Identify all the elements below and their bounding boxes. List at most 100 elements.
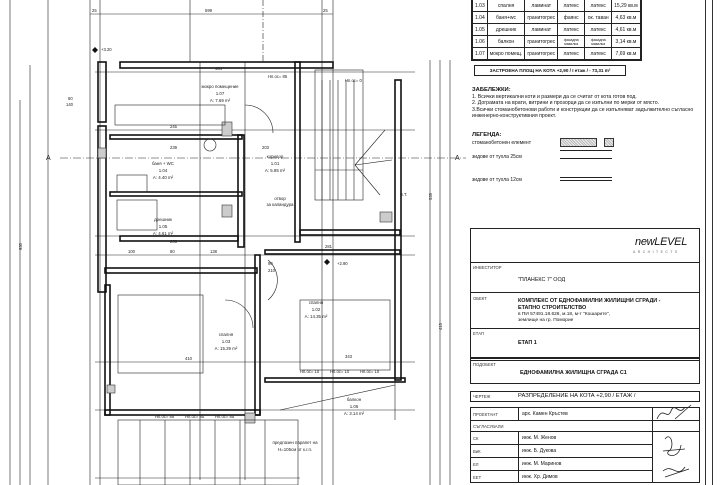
cell: 4,63 кв.м: [611, 11, 642, 24]
cell: 3,14 кв.м: [611, 35, 642, 48]
room-number: 1.07: [216, 91, 225, 96]
dim: 138: [210, 249, 218, 254]
divider: [518, 407, 519, 420]
legend-title: ЛЕГЕНДА:: [472, 132, 502, 138]
walls: [97, 61, 406, 416]
cell: фасадна мазилка: [557, 35, 586, 48]
subobject-label: ПОДОБЕКТ: [473, 362, 496, 367]
note-item: 3.Всички стоманобетонови работи и констр…: [472, 106, 694, 120]
signatures-icon: [656, 404, 692, 478]
window-sill: Нп.ос= 85: [215, 414, 235, 419]
dim: 90: [268, 261, 273, 266]
cell: латекс: [557, 23, 586, 36]
room-name: коридор: [267, 154, 284, 159]
line-swatch: [560, 180, 612, 181]
room-area: A: 3.14 m²: [344, 411, 365, 416]
divider: [518, 431, 519, 483]
approver-part: ЕЛ: [473, 462, 479, 467]
title-block-upper: [470, 228, 700, 361]
subobject-box: [470, 357, 700, 384]
parapet-note: H=105см от к.г.п.: [278, 447, 312, 452]
dim: 930: [18, 242, 23, 250]
dim: 140: [66, 102, 74, 107]
divider: [470, 328, 700, 329]
company-logo-sub: ARCHITECTS: [633, 250, 680, 254]
cell: латекс: [584, 47, 613, 61]
cell: гранитогрес: [524, 47, 559, 61]
divider: [470, 262, 700, 263]
cell: баня+wc: [486, 11, 526, 24]
dim: 484: [215, 66, 223, 71]
room-name: дрешник: [154, 217, 172, 222]
level-mark: +3.20: [101, 47, 112, 52]
room-number: 1.04: [159, 168, 168, 173]
line-swatch: [560, 150, 612, 151]
opening-note: за капандура: [267, 202, 295, 207]
room-number: 1.02: [312, 307, 321, 312]
room-area: A: 14.35 m²: [305, 314, 328, 319]
window-sill: Нп.ос= 85: [185, 414, 205, 419]
room-area: A: 15.29 m²: [215, 346, 238, 351]
cell: 1.03: [471, 0, 488, 12]
drawing-box: [470, 391, 700, 402]
subobject-value: ЕДНОФАМИЛНА ЖИЛИЩНА СГРАДА С1: [520, 370, 627, 376]
cell: 7,69 кв.м: [611, 47, 642, 61]
parapet-note: предпазен парапет на: [272, 440, 318, 445]
dim: 245: [170, 124, 178, 129]
legend: ЛЕГЕНДА: стоманобетонен елемент зидове о…: [472, 132, 672, 183]
notes: ЗАБЕЛЕЖКИ: 1. Всички вертикални коти и р…: [472, 87, 707, 120]
designer-name: арх. Камен Кръстев: [522, 411, 568, 417]
dim: 210: [268, 268, 276, 273]
room-area: A: 4.40 m²: [153, 175, 174, 180]
room-area: A: 5.95 m²: [265, 168, 286, 173]
legend-item-concrete: стоманобетонен елемент: [472, 140, 531, 146]
drawing-label: ЧЕРТЕЖ: [473, 394, 491, 399]
furniture: [114, 104, 396, 485]
window-sill: Нп.ос= 85: [268, 74, 288, 79]
cell: 4,61 кв.м: [611, 23, 642, 36]
divider: [470, 431, 700, 432]
approved-label: СЪГЛАСУВАЛИ: [473, 424, 504, 429]
approver-part: СК: [473, 436, 479, 441]
cell: балкон: [486, 35, 526, 48]
divider: [470, 358, 700, 359]
investor-label: ИНВЕСТИТОР: [473, 265, 502, 270]
approver-name: инж. М. Маринов: [522, 461, 562, 467]
room-number: 1.06: [350, 404, 359, 409]
drawing-value: РАЗПРЕДЕЛЕНИЕ НА КОТА +2,90 / ЕТАЖ /: [518, 393, 636, 399]
dim: 343: [345, 354, 353, 359]
title-block: newLEVEL ARCHITECTS ИНВЕСТИТОР "ПЛАНЕКС …: [470, 228, 700, 483]
approver-name: инж. Б. Дукова: [522, 448, 557, 454]
room-name: спалня: [309, 300, 324, 305]
concrete-hatch-swatch: [560, 138, 597, 147]
opening-note: отвор: [274, 196, 286, 201]
cell: спалня: [486, 0, 526, 12]
note-item: 2. Дограмата на врати, витрини и прозорц…: [472, 100, 660, 107]
dim: 410: [185, 356, 193, 361]
object-value: ЕТАПНО СТРОИТЕЛСТВО: [518, 305, 587, 311]
cell: гранитогрес: [524, 11, 559, 24]
line-swatch: [560, 177, 612, 178]
dim: 80: [170, 249, 175, 254]
divider: [470, 292, 700, 293]
approver-name: инж. М. Женов: [522, 435, 557, 441]
cell: латекс: [584, 0, 613, 12]
note-item: 1. Всички вертикални коти и размери да с…: [472, 93, 637, 100]
cell: латекс: [557, 47, 586, 61]
cell: ламинат: [524, 0, 559, 12]
divider: [470, 444, 652, 445]
dim: 25: [323, 8, 328, 13]
window-sill: Нп.ос= 10: [360, 369, 380, 374]
object-location: в ПИ 57491.18.626, м.18, м-т "Кошарите",: [518, 312, 611, 317]
dim: 100: [128, 249, 136, 254]
stage-label: ЕТАП: [473, 331, 484, 336]
cell: 1.04: [471, 11, 488, 24]
legend-item-brick25: зидове от тухла 25см: [472, 154, 522, 160]
dim: 599: [205, 8, 213, 13]
